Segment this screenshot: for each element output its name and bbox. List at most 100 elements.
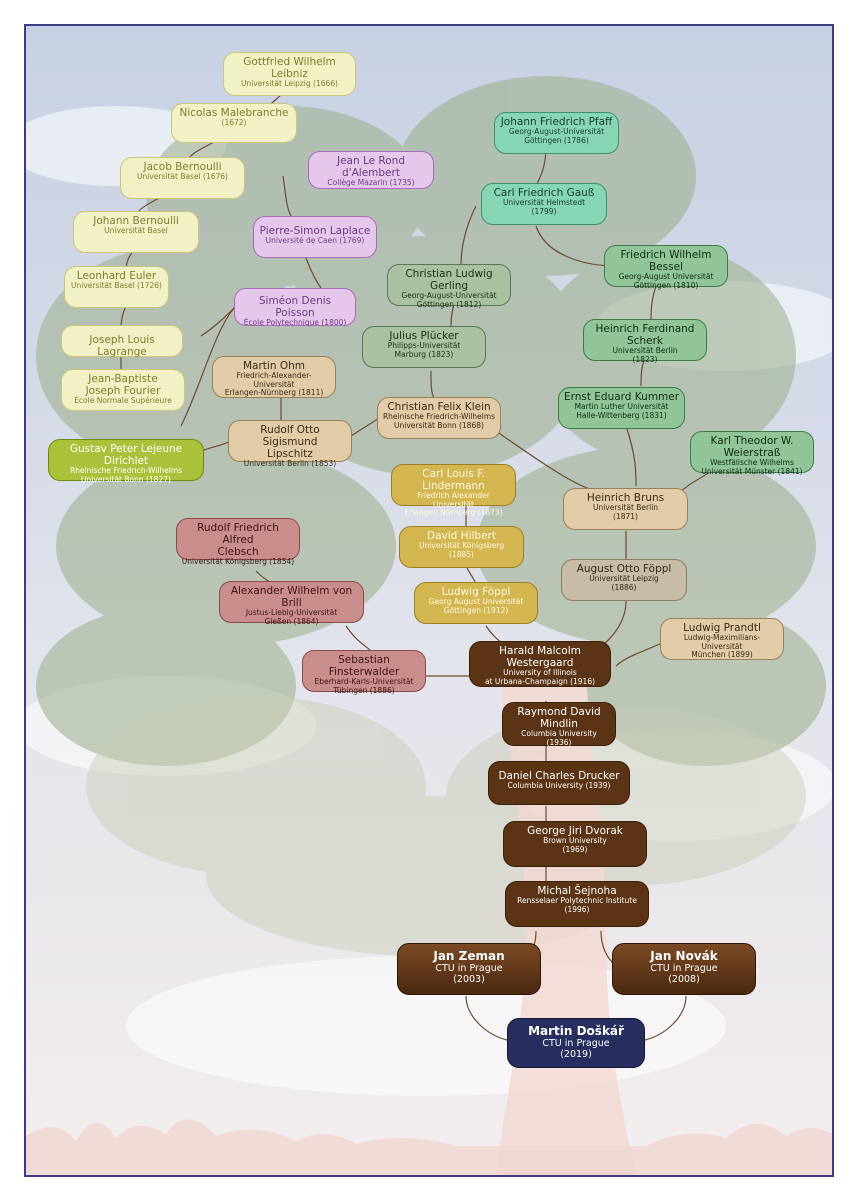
node-scherk[interactable]: Heinrich Ferdinand Scherk Universität Be…	[583, 319, 707, 361]
node-institution: Friedrich-Alexander-Universität Erlangen…	[217, 372, 331, 398]
node-institution: Universität Helmstedt (1799)	[486, 199, 602, 216]
node-name: Jean Le Rond d'Alembert	[313, 155, 429, 179]
node-doskar[interactable]: Martin Doškář CTU in Prague (2019)	[507, 1018, 645, 1068]
node-name: Harald Malcolm Westergaard	[474, 645, 606, 669]
genealogy-tree-frame: Gottfried Wilhelm Leibniz Universität Le…	[24, 24, 834, 1177]
node-dvorak[interactable]: George Jiri Dvorak Brown University (196…	[503, 821, 647, 867]
node-name: Rudolf Otto Sigismund Lipschitz	[233, 424, 347, 460]
node-institution: CTU in Prague (2019)	[512, 1039, 640, 1061]
node-prandtl[interactable]: Ludwig Prandtl Ludwig-Maximilians-Univer…	[660, 618, 784, 660]
node-name: Rudolf Friedrich Alfred Clebsch	[181, 522, 295, 558]
node-institution: École Polytechnique (1800)	[239, 319, 351, 328]
node-name: Christian Ludwig Gerling	[392, 268, 506, 292]
node-lagrange[interactable]: Joseph Louis Lagrange	[61, 325, 183, 357]
node-institution: Georg August Universität Göttingen (1912…	[419, 598, 533, 615]
node-name: Gustav Peter Lejeune Dirichlet	[53, 443, 199, 467]
node-clebsch[interactable]: Rudolf Friedrich Alfred Clebsch Universi…	[176, 518, 300, 560]
node-bessel[interactable]: Friedrich Wilhelm Bessel Georg-August Un…	[604, 245, 728, 287]
node-institution: Collège Mazarin (1735)	[313, 179, 429, 188]
node-institution: Rensselaer Polytechnic Institute (1996)	[510, 897, 644, 914]
node-institution: Universität Basel (1676)	[125, 173, 240, 182]
node-institution: Philipps-Universität Marburg (1823)	[367, 342, 481, 359]
node-sejnoha[interactable]: Michal Šejnoha Rensselaer Polytechnic In…	[505, 881, 649, 927]
node-institution: Universität Berlin (1853)	[233, 460, 347, 469]
node-name: Friedrich Wilhelm Bessel	[609, 249, 723, 273]
node-institution: University of Illinois at Urbana-Champai…	[474, 669, 606, 686]
node-dirichlet[interactable]: Gustav Peter Lejeune Dirichlet Rheinisch…	[48, 439, 204, 481]
node-institution: Université de Caen (1769)	[258, 237, 372, 246]
node-institution: Justus-Liebig-Universität Gießen (1864)	[224, 609, 359, 626]
node-plucker[interactable]: Julius Plücker Philipps-Universität Marb…	[362, 326, 486, 368]
node-name: Carl Louis F. Lindermann	[396, 468, 511, 492]
node-institution: Ludwig-Maximilians-Universität München (…	[665, 634, 779, 660]
node-institution: Westfälische Wilhelms Universität Münste…	[695, 459, 809, 476]
node-ludwig-foppl[interactable]: Ludwig Föppl Georg August Universität Gö…	[414, 582, 538, 624]
node-institution: (1672)	[176, 119, 292, 128]
node-name: Raymond David Mindlin	[507, 706, 611, 730]
node-ohm[interactable]: Martin Ohm Friedrich-Alexander-Universit…	[212, 356, 336, 398]
node-novak[interactable]: Jan Novák CTU in Prague (2008)	[612, 943, 756, 995]
node-pfaff[interactable]: Johann Friedrich Pfaff Georg-August-Univ…	[494, 112, 619, 154]
node-institution: Georg-August-Universität Göttingen (1812…	[392, 292, 506, 309]
node-euler[interactable]: Leonhard Euler Universität Basel (1726)	[64, 266, 169, 308]
node-name: Jan Zeman	[402, 950, 536, 964]
node-klein[interactable]: Christian Felix Klein Rheinische Friedri…	[377, 397, 501, 439]
node-name: Siméon Denis Poisson	[239, 295, 351, 319]
node-institution: Georg-August Universität Göttingen (1810…	[609, 273, 723, 290]
node-name: Karl Theodor W. Weierstraß	[695, 435, 809, 459]
node-institution: Eberhard-Karls-Universität Tübingen (188…	[307, 678, 421, 695]
node-dalembert[interactable]: Jean Le Rond d'Alembert Collège Mazarin …	[308, 151, 434, 189]
node-johann-bernoulli[interactable]: Johann Bernoulli Universität Basel	[73, 211, 199, 253]
node-poisson[interactable]: Siméon Denis Poisson École Polytechnique…	[234, 288, 356, 326]
node-gauss[interactable]: Carl Friedrich Gauß Universität Helmsted…	[481, 183, 607, 225]
node-institution: Universität Basel (1726)	[69, 282, 164, 291]
node-leibniz[interactable]: Gottfried Wilhelm Leibniz Universität Le…	[223, 52, 356, 96]
node-institution: Universität Berlin (1823)	[588, 347, 702, 364]
node-name: Joseph Louis Lagrange	[66, 334, 178, 358]
node-institution: Universität Berlin (1871)	[568, 504, 683, 521]
node-jacob-bernoulli[interactable]: Jacob Bernoulli Universität Basel (1676)	[120, 157, 245, 199]
node-name: Jan Novák	[617, 950, 751, 964]
node-kummer[interactable]: Ernst Eduard Kummer Martin Luther Univer…	[558, 387, 685, 429]
node-fourier[interactable]: Jean-Baptiste Joseph Fourier École Norma…	[61, 369, 185, 411]
node-mindlin[interactable]: Raymond David Mindlin Columbia Universit…	[502, 702, 616, 746]
node-institution: Georg-August-Universität Göttingen (1786…	[499, 128, 614, 145]
node-institution: Universität Leipzig (1666)	[228, 80, 351, 89]
node-institution: Columbia University (1939)	[493, 782, 625, 791]
node-institution: Universität Leipzig (1886)	[566, 575, 682, 592]
node-institution: Rheinische Friedrich-Wilhelms Universitä…	[382, 413, 496, 430]
node-institution: Universität Basel	[78, 227, 194, 236]
node-institution: Martin Luther Universität Halle-Wittenbe…	[563, 403, 680, 420]
node-name: Martin Doškář	[512, 1025, 640, 1039]
node-gerling[interactable]: Christian Ludwig Gerling Georg-August-Un…	[387, 264, 511, 306]
node-name: Gottfried Wilhelm Leibniz	[228, 56, 351, 80]
node-westergaard[interactable]: Harald Malcolm Westergaard University of…	[469, 641, 611, 687]
ground	[26, 1119, 832, 1175]
node-name: Heinrich Ferdinand Scherk	[588, 323, 702, 347]
node-institution: Universität Königsberg (1885)	[404, 542, 519, 559]
node-name: Sebastian Finsterwalder	[307, 654, 421, 678]
node-institution: Universität Königsberg (1854)	[181, 558, 295, 567]
node-brill[interactable]: Alexander Wilhelm von Brill Justus-Liebi…	[219, 581, 364, 623]
node-name: Jean-Baptiste Joseph Fourier	[66, 373, 180, 397]
node-finsterwalder[interactable]: Sebastian Finsterwalder Eberhard-Karls-U…	[302, 650, 426, 692]
node-weierstrass[interactable]: Karl Theodor W. Weierstraß Westfälische …	[690, 431, 814, 473]
node-laplace[interactable]: Pierre-Simon Laplace Université de Caen …	[253, 216, 377, 258]
foliage-light	[86, 696, 806, 956]
node-zeman[interactable]: Jan Zeman CTU in Prague (2003)	[397, 943, 541, 995]
node-malebranche[interactable]: Nicolas Malebranche (1672)	[171, 103, 297, 143]
node-lindemann[interactable]: Carl Louis F. Lindermann Friedrich Alexa…	[391, 464, 516, 506]
node-drucker[interactable]: Daniel Charles Drucker Columbia Universi…	[488, 761, 630, 805]
node-institution: Rheinische Friedrich-Wilhelms Universitä…	[53, 467, 199, 484]
node-institution: Friedrich Alexander Universität Erlangen…	[396, 492, 511, 518]
node-institution: École Normale Supérieure	[66, 397, 180, 406]
node-august-foppl[interactable]: August Otto Föppl Universität Leipzig (1…	[561, 559, 687, 601]
node-institution: CTU in Prague (2003)	[402, 964, 536, 986]
node-institution: Brown University (1969)	[508, 837, 642, 854]
node-institution: Columbia University (1936)	[507, 730, 611, 747]
node-institution: CTU in Prague (2008)	[617, 964, 751, 986]
node-hilbert[interactable]: David Hilbert Universität Königsberg (18…	[399, 526, 524, 568]
node-name: Alexander Wilhelm von Brill	[224, 585, 359, 609]
node-lipschitz[interactable]: Rudolf Otto Sigismund Lipschitz Universi…	[228, 420, 352, 462]
node-bruns[interactable]: Heinrich Bruns Universität Berlin (1871)	[563, 488, 688, 530]
